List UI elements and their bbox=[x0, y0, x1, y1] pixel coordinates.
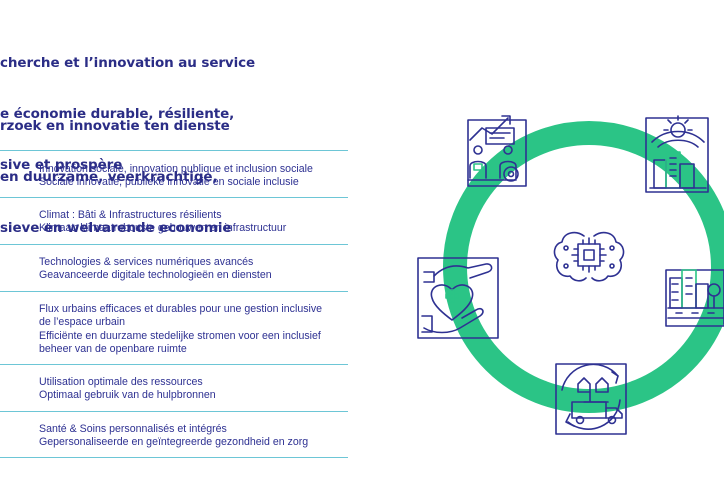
health-hands-icon bbox=[417, 257, 499, 339]
item-text-fr: Climat : Bâti & Infrastructures résilien… bbox=[39, 209, 222, 221]
headline-line: cherche et l’innovation au service bbox=[0, 55, 256, 71]
item-text-fr: Utilisation optimale des ressources bbox=[39, 376, 203, 388]
growth-chart-people-icon bbox=[467, 115, 527, 187]
item-text-nl: Efficiënte en duurzame stedelijke strome… bbox=[39, 330, 321, 342]
divider bbox=[0, 457, 348, 458]
item-text-nl: Optimaal gebruik van de hulpbronnen bbox=[39, 389, 216, 401]
list-item-digital: Technologies & services numériques avanc… bbox=[0, 244, 348, 291]
item-text-nl: Sociale innovatie, publieke innovatie en… bbox=[39, 176, 299, 188]
item-text-nl: Geavanceerde digitale technologieën en d… bbox=[39, 269, 272, 281]
list-item-social-innovation: Innovation sociale, innovation publique … bbox=[0, 150, 348, 197]
headline-line: e économie durable, résiliente, bbox=[0, 106, 235, 122]
headline-line: rzoek en innovatie ten dienste bbox=[0, 118, 230, 134]
recycling-truck-icon bbox=[555, 363, 627, 435]
headline-line: en duurzame, veerkrachtige, bbox=[0, 169, 218, 185]
list-item-climate: Climat : Bâti & Infrastructures résilien… bbox=[0, 197, 348, 244]
list-item-resources: Utilisation optimale des ressources Opti… bbox=[0, 364, 348, 411]
item-text-nl: Gepersonaliseerde en geïntegreerde gezon… bbox=[39, 436, 309, 448]
city-buildings-icon bbox=[665, 269, 724, 327]
item-text-nl: beheer van de openbare ruimte bbox=[39, 343, 187, 355]
item-text-fr: Technologies & services numériques avanc… bbox=[39, 256, 254, 268]
sun-city-icon bbox=[645, 115, 709, 193]
headline-line: sieve en welvarende economie bbox=[0, 220, 232, 236]
list-item-urban-flows: Flux urbains efficaces et durables pour … bbox=[0, 291, 348, 365]
item-text-fr: Flux urbains efficaces et durables pour … bbox=[39, 303, 323, 315]
item-text-fr: Innovation sociale, innovation publique … bbox=[39, 163, 313, 175]
item-text-fr: de l’espace urbain bbox=[39, 316, 125, 328]
brain-chip-icon bbox=[553, 231, 625, 282]
headline-french: cherche et l’innovation au service e éco… bbox=[0, 21, 255, 191]
list-item-health: Santé & Soins personnalisés et intégrés … bbox=[0, 411, 348, 458]
item-text-fr: Santé & Soins personnalisés et intégrés bbox=[39, 423, 227, 435]
headline-dutch: rzoek en innovatie ten dienste en duurza… bbox=[0, 84, 232, 254]
item-text-nl: Klimaat: klimaatrobuuste gebouwen en inf… bbox=[39, 222, 287, 234]
headline-line: sive et prospère bbox=[0, 157, 123, 173]
green-ring bbox=[443, 121, 724, 413]
